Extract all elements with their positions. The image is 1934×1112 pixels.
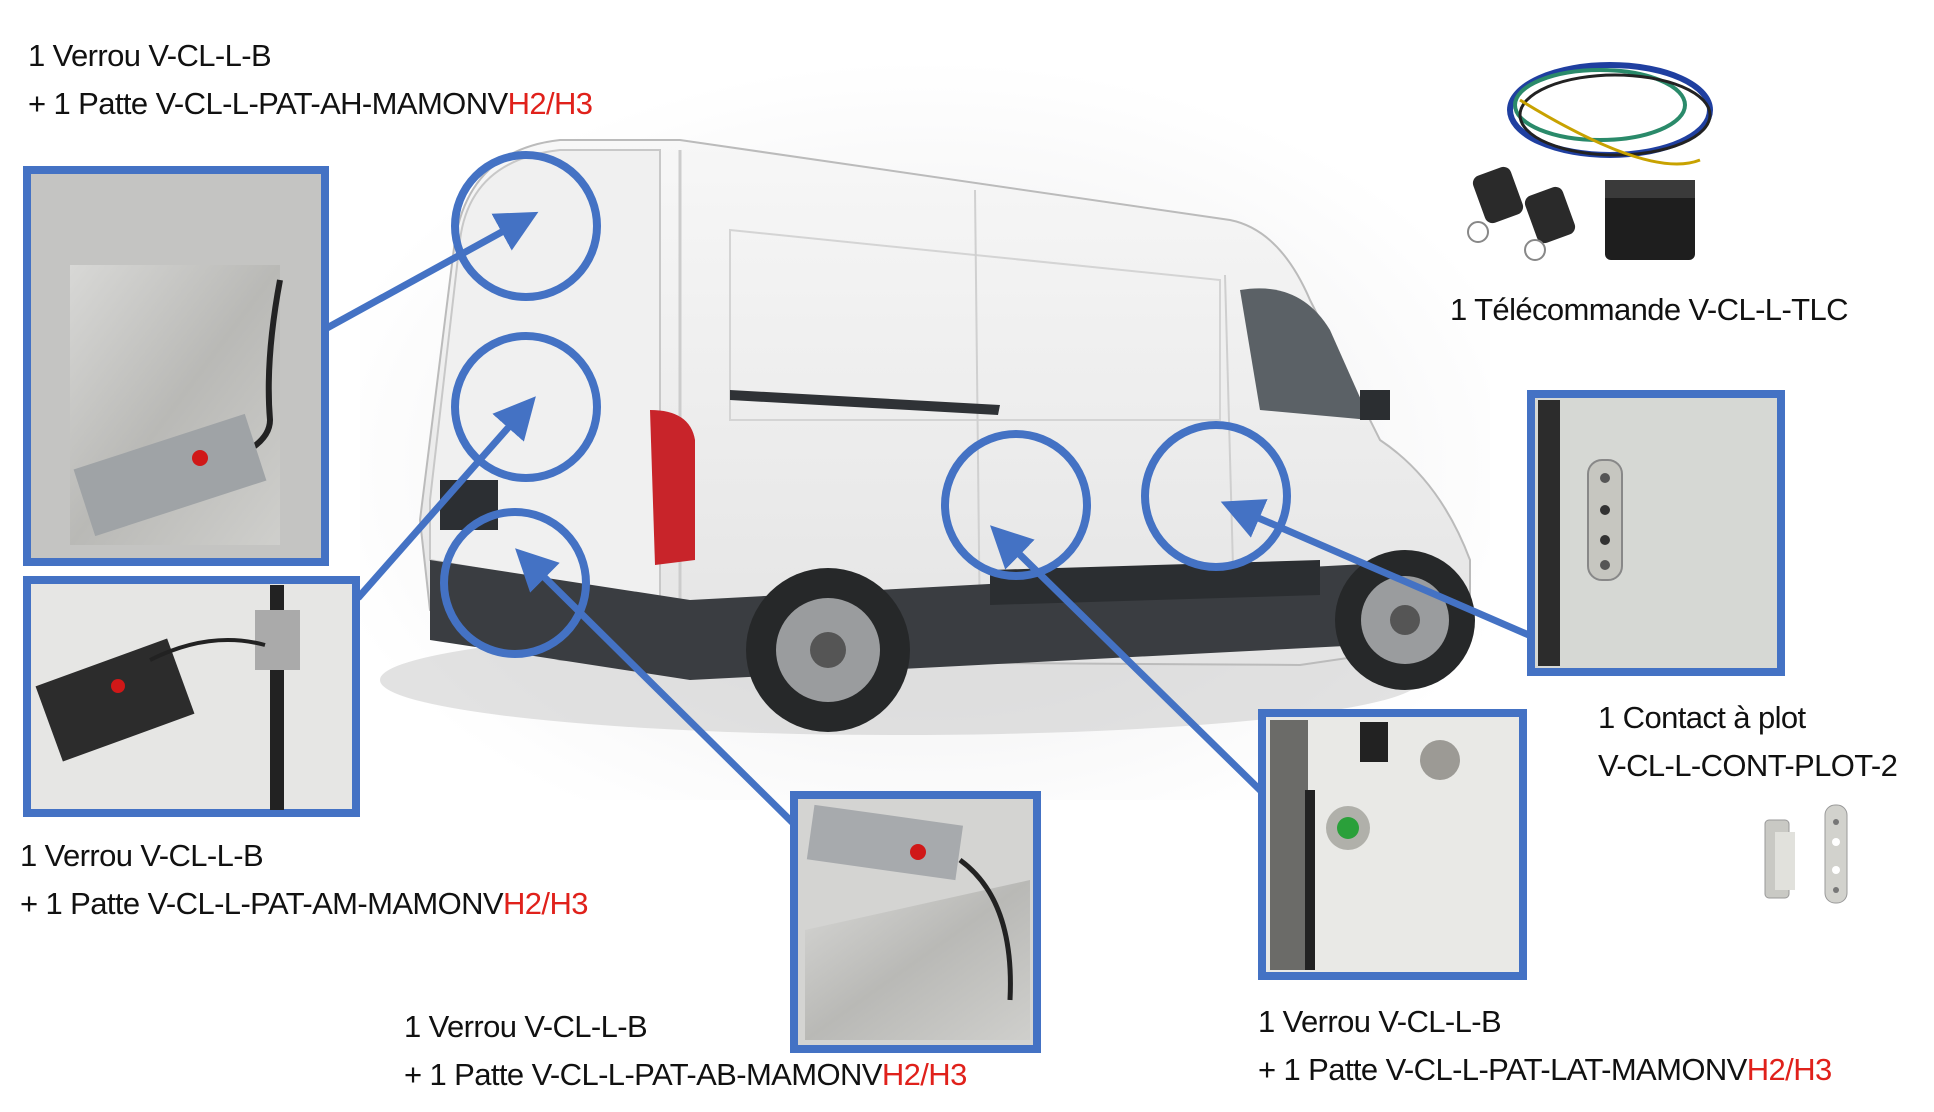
callout-circle-lower-rear — [440, 508, 590, 658]
label-contact: 1 Contact à plot V-CL-L-CONT-PLOT-2 — [1598, 694, 1898, 790]
callout-circle-middle-rear — [451, 332, 601, 482]
label-line1: 1 Verrou V-CL-L-B — [28, 38, 272, 73]
inset-photo-right — [1527, 390, 1785, 676]
inset-photo-top-left — [23, 166, 329, 566]
part-code: + 1 Patte V-CL-L-PAT-AH-MAMONV — [28, 86, 508, 121]
height-variant: H2/H3 — [1746, 1052, 1832, 1087]
label-line2: + 1 Patte V-CL-L-PAT-AB-MAMONVH2/H3 — [404, 1051, 967, 1099]
callout-circle-side-door — [941, 430, 1091, 580]
label-line1: 1 Verrou V-CL-L-B — [20, 838, 264, 873]
remote-kit-image — [1467, 62, 1713, 261]
inset-photo-bottom-right — [1258, 709, 1527, 980]
contact-plot-image — [1764, 804, 1848, 904]
label-line2: + 1 Patte V-CL-L-PAT-AH-MAMONVH2/H3 — [28, 80, 593, 128]
label-line1: 1 Verrou V-CL-L-B — [404, 1009, 648, 1044]
height-variant: H2/H3 — [507, 86, 593, 121]
label-line2: + 1 Patte V-CL-L-PAT-AM-MAMONVH2/H3 — [20, 880, 588, 928]
arrow-bottom-right — [990, 525, 1265, 795]
arrow-top-left — [325, 211, 539, 332]
van-illustration — [418, 139, 1475, 732]
label-bottom-right: 1 Verrou V-CL-L-B + 1 Patte V-CL-L-PAT-L… — [1258, 998, 1832, 1094]
label-top-left: 1 Verrou V-CL-L-B + 1 Patte V-CL-L-PAT-A… — [28, 32, 593, 128]
label-line1: 1 Verrou V-CL-L-B — [1258, 1004, 1502, 1039]
part-code: + 1 Patte V-CL-L-PAT-AB-MAMONV — [404, 1057, 882, 1092]
height-variant: H2/H3 — [881, 1057, 967, 1092]
callout-circle-upper-rear — [451, 151, 601, 301]
label-line2: + 1 Patte V-CL-L-PAT-LAT-MAMONVH2/H3 — [1258, 1046, 1832, 1094]
arrow-middle-left — [355, 396, 536, 601]
label-line1: 1 Télécommande V-CL-L-TLC — [1450, 292, 1849, 327]
label-line1: 1 Contact à plot — [1598, 700, 1806, 735]
inset-photo-bottom-center — [790, 791, 1041, 1053]
part-code: + 1 Patte V-CL-L-PAT-LAT-MAMONV — [1258, 1052, 1747, 1087]
inset-photo-middle-left — [23, 576, 360, 817]
label-remote: 1 Télécommande V-CL-L-TLC — [1450, 286, 1849, 334]
label-bottom-center: 1 Verrou V-CL-L-B + 1 Patte V-CL-L-PAT-A… — [404, 1003, 967, 1099]
arrow-right — [1220, 499, 1533, 640]
part-code: + 1 Patte V-CL-L-PAT-AM-MAMONV — [20, 886, 504, 921]
callout-circle-front-door — [1141, 421, 1291, 571]
label-line2: V-CL-L-CONT-PLOT-2 — [1598, 748, 1898, 783]
label-middle-left: 1 Verrou V-CL-L-B + 1 Patte V-CL-L-PAT-A… — [20, 832, 588, 928]
height-variant: H2/H3 — [503, 886, 588, 921]
arrow-bottom-center — [515, 548, 798, 828]
